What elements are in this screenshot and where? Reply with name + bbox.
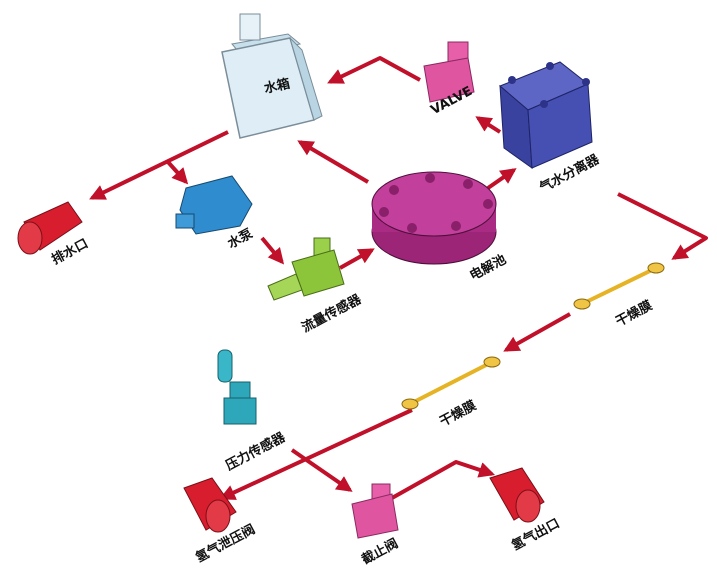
valve <box>423 41 475 103</box>
arrow-pump-to-flow <box>260 236 285 265</box>
stop-valve <box>351 483 399 539</box>
water-pump <box>175 175 253 235</box>
pressure-sensor <box>217 349 257 425</box>
arrow-flow-to-electrolyzer <box>339 248 375 270</box>
arrow-stop-to-outlet <box>391 460 496 500</box>
electrolyzer <box>371 171 497 265</box>
arrow-separator-to-valve <box>475 116 502 134</box>
flow-arrows <box>89 56 708 500</box>
arrow-electrolyzer-to-tank <box>297 140 370 184</box>
arrow-valve-to-tank <box>327 56 421 84</box>
arrow-dryer1-to-dryer2 <box>503 312 571 352</box>
hydrogen-relief-valve <box>183 477 237 533</box>
water-tank <box>221 13 323 139</box>
arrow-tank-to-drain <box>89 130 229 200</box>
arrow-electrolyzer-to-separator <box>486 168 517 190</box>
dryer-membrane-2 <box>401 356 501 410</box>
flow-sensor <box>267 237 345 301</box>
dryer-membrane-1 <box>573 262 665 310</box>
arrow-to-stop-valve <box>290 448 353 492</box>
arrow-tank-to-pump <box>166 160 189 185</box>
drain-outlet <box>17 201 83 255</box>
hydrogen-outlet <box>489 467 545 523</box>
gas-water-separator <box>499 61 593 170</box>
arrow-dryer2-to-relief <box>219 408 413 500</box>
arrow-separator-to-dryer1 <box>617 192 708 260</box>
